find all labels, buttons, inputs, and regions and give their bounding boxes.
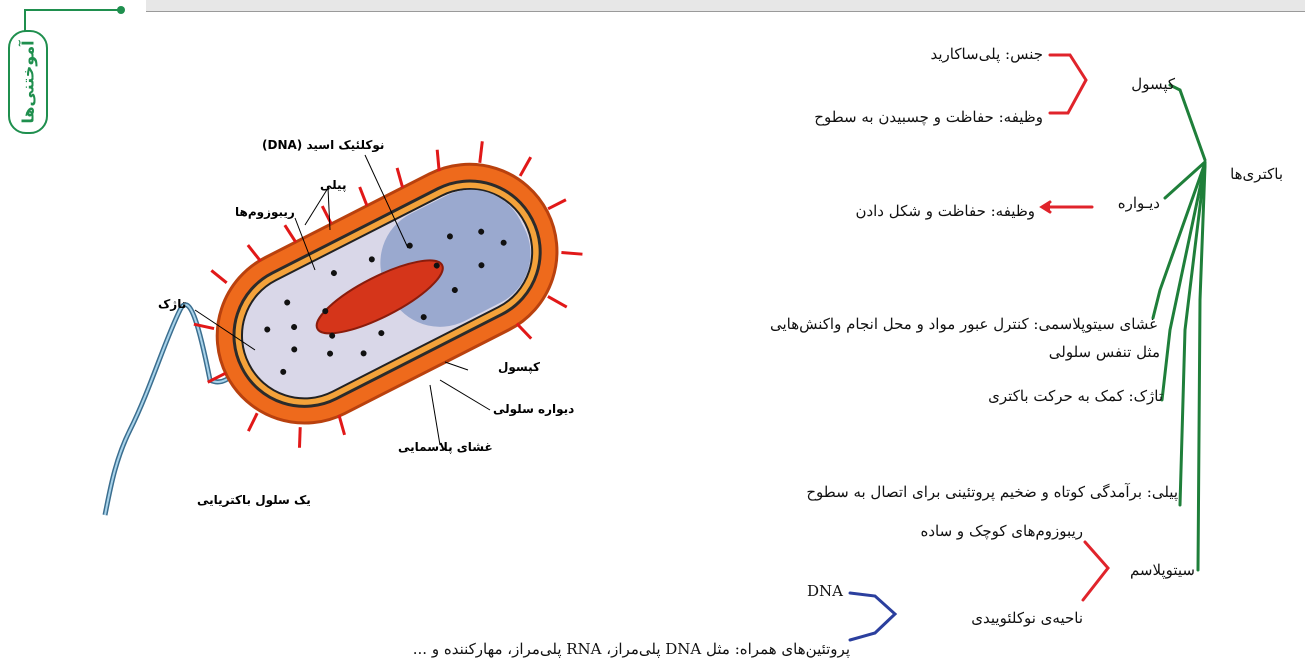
membrane-line2: مثل تنفس سلولی: [1049, 343, 1160, 361]
pili-desc: پیلی: برآمدگی کوتاه و ضخیم پروتئینی برای…: [806, 483, 1178, 501]
cytoplasm-title: سیتوپلاسم: [1130, 561, 1195, 579]
wall-title: دیـواره: [1118, 194, 1160, 212]
nucleoid-proteins: پروتئین‌های همراه: مثل DNA پلی‌مراز، RNA…: [413, 640, 850, 658]
cytoplasm-ribosomes: ریبوزوم‌های کوچک و ساده: [920, 522, 1083, 540]
capsule-material: جنس: پلی‌ساکارید: [930, 45, 1043, 63]
nucleoid-dna: DNA: [807, 582, 843, 600]
membrane-line1: غشای سیتوپلاسمی: کنترل عبور مواد و محل ا…: [770, 315, 1157, 333]
capsule-title: کپسول: [1131, 75, 1175, 93]
wall-function: وظیفه: حفاظت و شکل دادن: [855, 202, 1035, 220]
capsule-function: وظیفه: حفاظت و چسبیدن به سطوح: [814, 108, 1043, 126]
flagellum-desc: تاژک: کمک به حرکت باکتری: [988, 387, 1163, 405]
map-root: باکتری‌ها: [1230, 165, 1283, 183]
cytoplasm-nucleoid: ناحیه‌ی نوکلئوییدی: [971, 609, 1083, 627]
